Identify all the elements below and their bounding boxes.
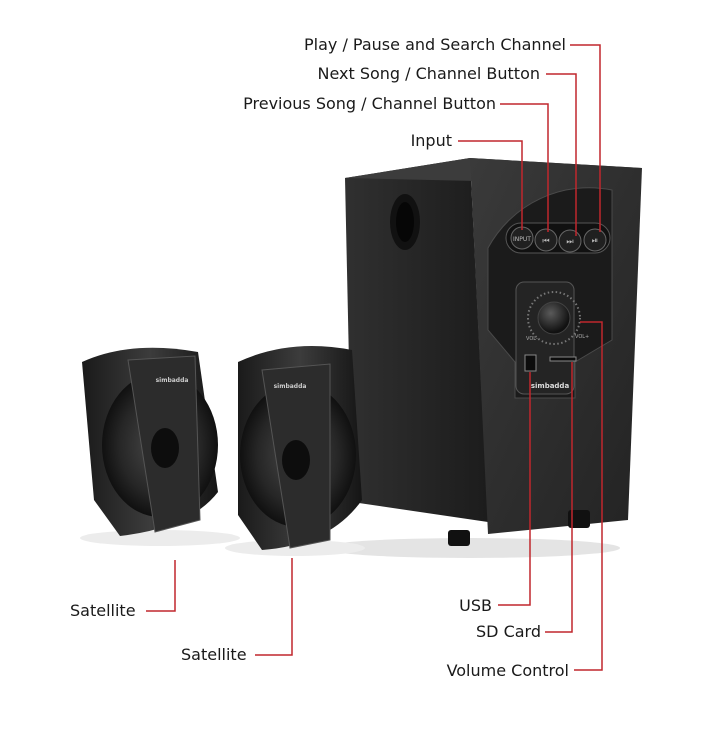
subwoofer: INPUT ⏮ ⏭ ⏯ VOL- VOL+ simbadda <box>345 158 642 546</box>
leader-satellite-right <box>255 558 293 656</box>
satellite-left: simbadda <box>82 347 218 536</box>
satellite-right-brand: simbadda <box>274 383 307 390</box>
label-satellite-right: Satellite <box>181 645 247 664</box>
input-button-label: INPUT <box>513 236 531 243</box>
volume-knob <box>537 301 571 335</box>
satellite-left-brand: simbadda <box>156 377 189 384</box>
label-previous-song: Previous Song / Channel Button <box>243 94 496 113</box>
leader-lines <box>146 44 603 671</box>
floor-shadow <box>320 538 620 558</box>
leader-satellite-left <box>146 560 176 612</box>
satellite-right: simbadda <box>238 346 362 550</box>
vol-plus-label: VOL+ <box>575 334 589 340</box>
subwoofer-side <box>345 158 488 522</box>
leader-usb <box>498 372 531 606</box>
leader-input <box>458 140 523 230</box>
leader-volume <box>574 321 603 671</box>
subwoofer-brand: simbadda <box>531 382 570 390</box>
label-volume-control: Volume Control <box>446 661 569 680</box>
leader-play <box>570 44 601 232</box>
label-satellite-left: Satellite <box>70 601 136 620</box>
label-next-song: Next Song / Channel Button <box>317 64 540 83</box>
label-usb: USB <box>459 596 492 615</box>
next-button-glyph: ⏭ <box>566 237 573 246</box>
leader-next <box>546 73 577 236</box>
play-button-glyph: ⏯ <box>592 236 598 245</box>
volume-knob-ring <box>527 291 581 345</box>
sd-slot <box>549 356 577 362</box>
prev-button-glyph: ⏮ <box>542 236 549 245</box>
leader-sd <box>545 362 573 633</box>
button-row <box>505 222 611 254</box>
label-input: Input <box>410 131 452 150</box>
label-sd-card: SD Card <box>476 622 541 641</box>
usb-port <box>524 354 537 372</box>
label-play-pause: Play / Pause and Search Channel <box>304 35 566 54</box>
vol-minus-label: VOL- <box>526 336 538 342</box>
leader-prev <box>500 103 549 232</box>
